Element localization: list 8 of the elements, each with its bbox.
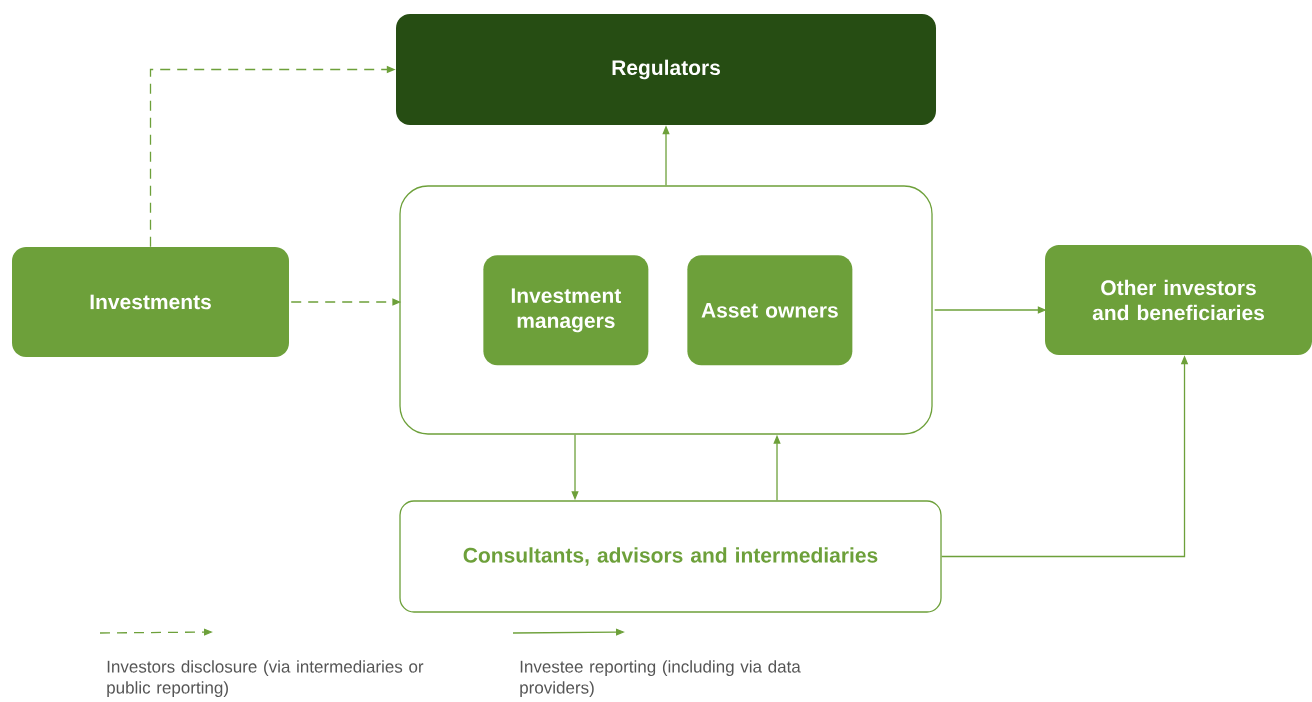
process-box: Asset owners (687, 255, 853, 366)
process-box: Consultants, advisors and intermediaries (399, 500, 942, 613)
process-box: Other investors and beneficiaries (1045, 245, 1312, 355)
regulator-box: Regulators (396, 14, 936, 125)
process-box: Investment managers (483, 255, 649, 366)
process-box: Investments (12, 247, 289, 357)
legend-text: Investee reporting (including via data providers) (520, 660, 801, 698)
legend-text: Investors disclosure (via intermediaries or public reporting) (107, 660, 424, 698)
